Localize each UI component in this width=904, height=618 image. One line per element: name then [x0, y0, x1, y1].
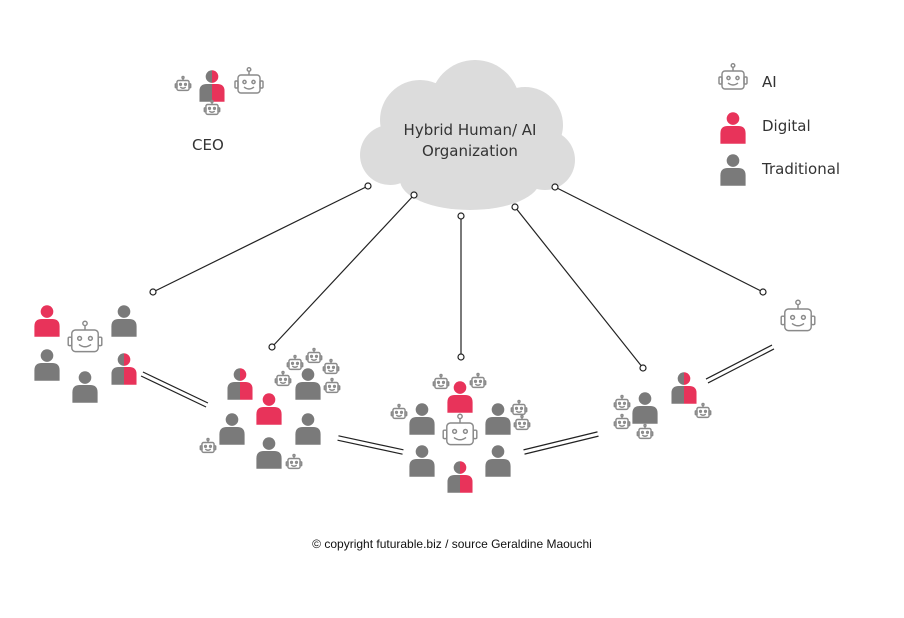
robot-icon — [613, 413, 631, 430]
person-traditional-icon — [111, 305, 137, 337]
person-traditional-icon — [295, 413, 321, 445]
connector-start-dot — [410, 191, 418, 199]
connector-start-dot — [511, 203, 519, 211]
person-digital-icon — [720, 112, 746, 144]
person-hybrid-icon — [447, 461, 473, 493]
person-traditional-icon — [72, 371, 98, 403]
connector-line — [152, 185, 369, 293]
robot-icon — [67, 320, 103, 353]
connector-line — [514, 206, 644, 369]
robot-icon — [613, 394, 631, 411]
robot-icon — [780, 299, 816, 332]
robot-icon — [694, 402, 712, 419]
robot-icon — [322, 358, 340, 375]
robot-icon — [390, 403, 408, 420]
copyright-text: © copyright futurable.biz / source Geral… — [312, 537, 592, 551]
person-hybrid-icon — [227, 368, 253, 400]
connector-end-dot — [759, 288, 767, 296]
robot-icon — [510, 399, 528, 416]
person-traditional-icon — [409, 403, 435, 435]
double-link — [705, 344, 775, 384]
connector-start-dot — [364, 182, 372, 190]
cloud-title: Hybrid Human/ AI Organization — [372, 120, 568, 162]
cloud-title-line2: Organization — [422, 142, 518, 160]
robot-icon — [718, 62, 748, 90]
person-digital-icon — [34, 305, 60, 337]
legend-ai-label: AI — [762, 73, 777, 91]
connector-end-dot — [639, 364, 647, 372]
double-link — [140, 371, 209, 408]
robot-icon — [285, 453, 303, 470]
person-traditional-icon — [485, 445, 511, 477]
person-hybrid-icon — [671, 372, 697, 404]
person-traditional-icon — [409, 445, 435, 477]
robot-icon — [234, 66, 264, 94]
cloud-title-line1: Hybrid Human/ AI — [403, 121, 537, 139]
person-hybrid-icon — [199, 70, 225, 102]
robot-icon — [432, 373, 450, 390]
connector-start-dot — [457, 212, 465, 220]
cloud-shape — [360, 60, 575, 210]
double-link — [523, 431, 599, 455]
person-traditional-icon — [34, 349, 60, 381]
robot-icon — [199, 437, 217, 454]
legend-digital-label: Digital — [762, 117, 811, 135]
person-traditional-icon — [295, 368, 321, 400]
robot-icon — [469, 372, 487, 389]
legend-traditional-label: Traditional — [762, 160, 841, 178]
connector-end-dot — [268, 343, 276, 351]
person-traditional-icon — [219, 413, 245, 445]
person-digital-icon — [447, 381, 473, 413]
connector-line — [554, 186, 764, 293]
connector-lines — [149, 182, 767, 372]
icon-layer — [34, 62, 816, 493]
connector-end-dot — [457, 353, 465, 361]
robot-icon — [442, 413, 478, 446]
robot-icon — [203, 99, 221, 116]
robot-icon — [174, 75, 192, 92]
robot-icon — [513, 414, 531, 431]
connector-end-dot — [149, 288, 157, 296]
person-traditional-icon — [720, 154, 746, 186]
person-traditional-icon — [632, 392, 658, 424]
robot-icon — [286, 354, 304, 371]
robot-icon — [636, 423, 654, 440]
person-hybrid-icon — [111, 353, 137, 385]
peer-links — [140, 344, 775, 455]
double-link — [337, 435, 404, 455]
robot-icon — [305, 347, 323, 364]
ceo-label: CEO — [192, 136, 224, 154]
connector-line — [271, 194, 415, 348]
connector-start-dot — [551, 183, 559, 191]
person-digital-icon — [256, 393, 282, 425]
person-traditional-icon — [485, 403, 511, 435]
person-traditional-icon — [256, 437, 282, 469]
robot-icon — [323, 377, 341, 394]
robot-icon — [274, 370, 292, 387]
